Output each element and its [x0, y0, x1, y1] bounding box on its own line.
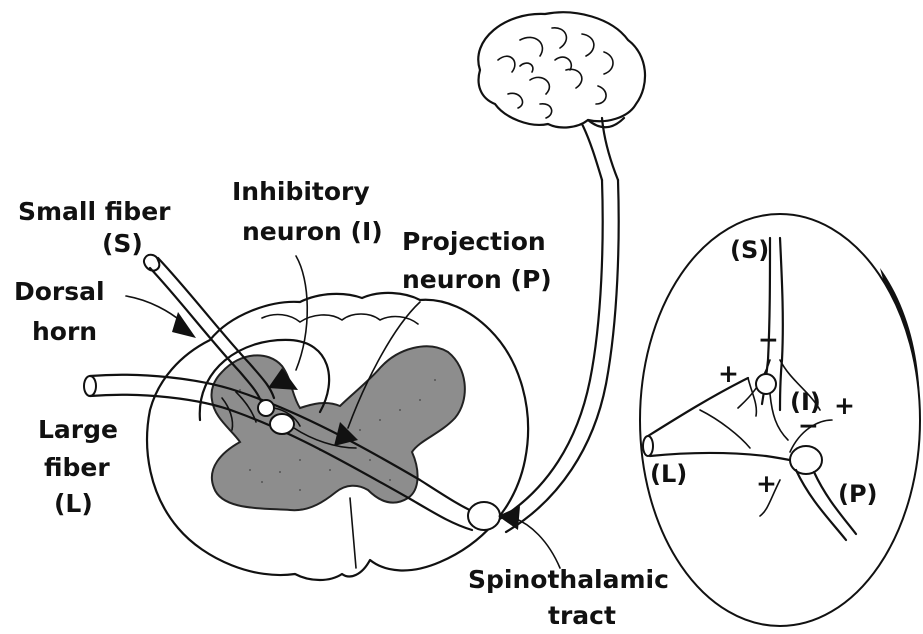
inset-sign-minus-mid: − [798, 411, 819, 440]
inset-sign-minus-top: − [758, 325, 779, 354]
large-fiber-label-line2: fiber [44, 453, 110, 482]
large-fiber-label-line3: (L) [54, 489, 93, 518]
inset-l-label: (L) [650, 460, 687, 488]
inset-s-label: (S) [730, 236, 769, 264]
dorsal-horn-label-line2: horn [32, 317, 97, 346]
inset-sign-plus-right: + [834, 391, 855, 420]
inset-sign-plus-bottom: + [756, 469, 777, 498]
inset-sign-plus-left: + [718, 359, 739, 388]
inset-circuit: (S) (I) (L) (P) − + + − + [640, 214, 920, 626]
inset-p-label: (P) [838, 480, 878, 508]
inset-circle [640, 214, 920, 626]
large-fiber-label-line1: Large [38, 415, 118, 444]
dorsal-horn-label-line1: Dorsal [14, 277, 105, 306]
spinothalamic-arrowhead [498, 506, 520, 530]
spinothalamic-label-line1: Spinothalamic [468, 565, 669, 594]
small-fiber-label: Small fiber [18, 197, 171, 226]
spinothalamic-tract-body [468, 502, 500, 530]
projection-label-line2: neuron (P) [402, 265, 552, 294]
small-fiber-code-label: (S) [102, 229, 143, 258]
spinothalamic-label-line2: tract [548, 601, 616, 630]
projection-label-line1: Projection [402, 227, 546, 256]
inhibitory-label-line2: neuron (I) [242, 217, 383, 246]
inhibitory-label-line1: Inhibitory [232, 177, 370, 206]
